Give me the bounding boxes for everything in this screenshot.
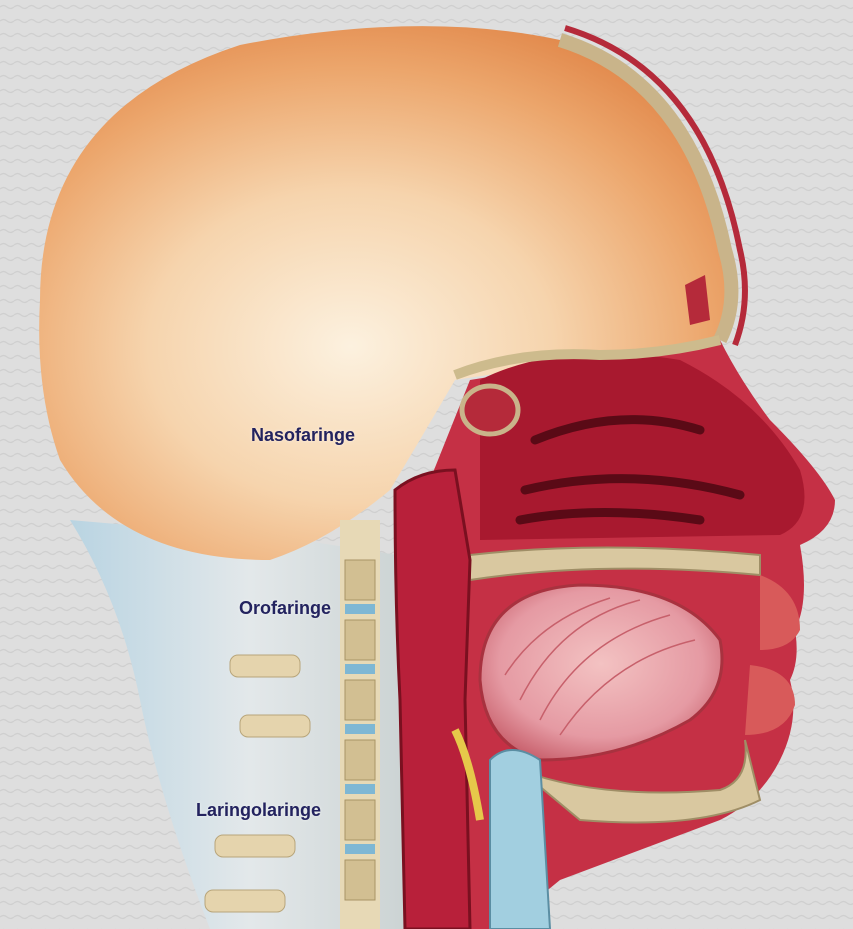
larynx	[490, 750, 550, 929]
pharynx	[395, 470, 470, 929]
label-laringolaringe: Laringolaringe	[196, 800, 321, 821]
sphenoid-sinus	[462, 386, 518, 434]
label-nasofaringe: Nasofaringe	[251, 425, 355, 446]
label-orofaringe: Orofaringe	[239, 598, 331, 619]
